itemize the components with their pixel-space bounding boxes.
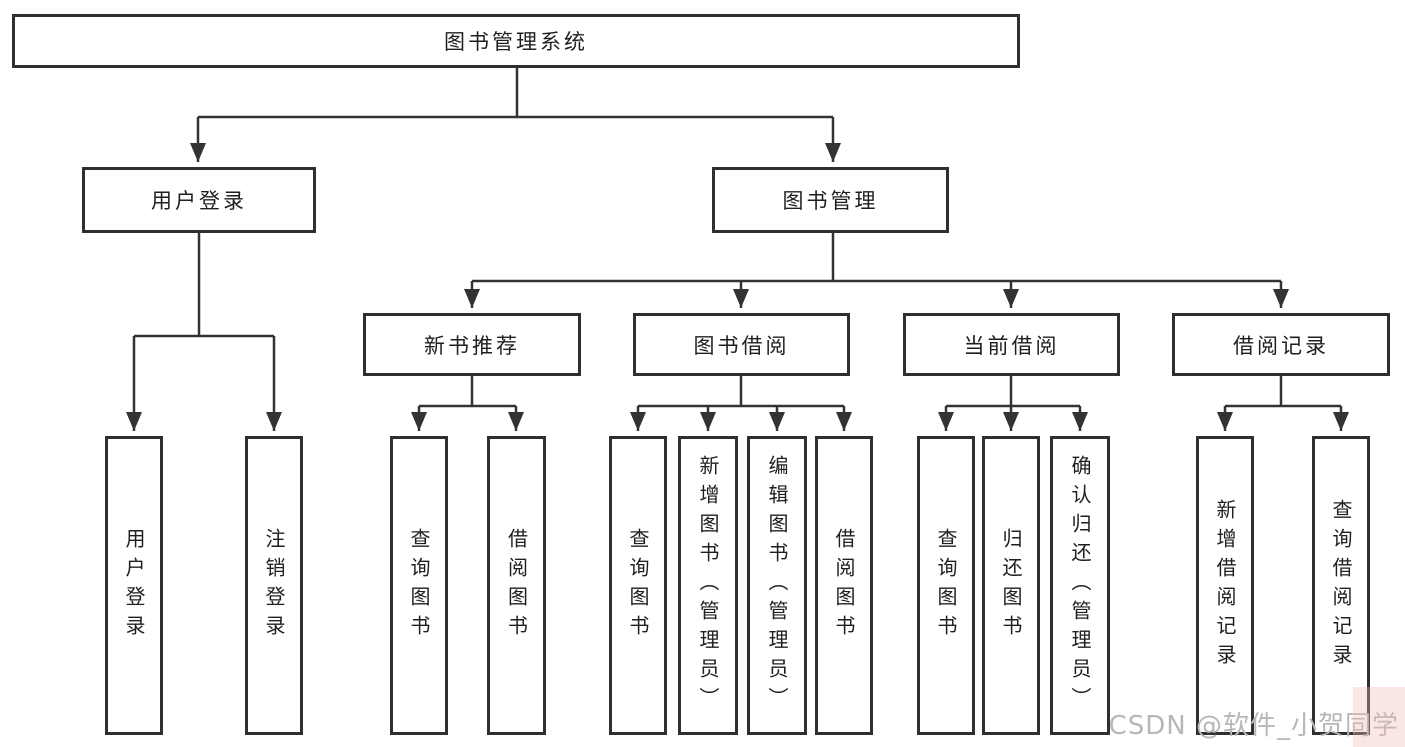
leaf-confirm-return-admin-label: 确认归还（管理员） <box>1068 455 1092 716</box>
node-root: 图书管理系统 <box>12 14 1020 68</box>
leaf-borrow-books-recommend-label: 借阅图书 <box>504 527 529 644</box>
leaf-edit-book-admin-label: 编辑图书（管理员） <box>765 455 789 716</box>
leaf-user-login: 用户登录 <box>105 436 163 735</box>
leaf-borrow-books-label: 借阅图书 <box>832 527 856 644</box>
leaf-query-books-current-label: 查询图书 <box>934 527 958 644</box>
leaf-query-books-recommend: 查询图书 <box>390 436 448 735</box>
csdn-watermark: CSDN @软件_小贺同学 <box>1108 711 1399 741</box>
leaf-query-borrow-record-label: 查询借阅记录 <box>1329 498 1353 673</box>
node-book-management-label: 图书管理 <box>782 189 879 213</box>
leaf-logout: 注销登录 <box>245 436 303 735</box>
node-book-borrow-label: 图书借阅 <box>693 333 790 358</box>
node-new-book-recommend-label: 新书推荐 <box>424 333 520 358</box>
leaf-query-books-borrow-label: 查询图书 <box>626 527 650 644</box>
leaf-query-books-recommend-label: 查询图书 <box>407 527 431 644</box>
leaf-borrow-books: 借阅图书 <box>815 436 873 735</box>
leaf-borrow-books-recommend: 借阅图书 <box>487 436 546 735</box>
leaf-return-book-label: 归还图书 <box>999 527 1023 644</box>
leaf-confirm-return-admin: 确认归还（管理员） <box>1050 436 1110 735</box>
node-new-book-recommend: 新书推荐 <box>363 313 581 376</box>
leaf-edit-book-admin: 编辑图书（管理员） <box>747 436 807 735</box>
leaf-add-borrow-record-label: 新增借阅记录 <box>1213 498 1237 673</box>
node-book-borrow: 图书借阅 <box>633 313 850 376</box>
leaf-query-books-borrow: 查询图书 <box>609 436 667 735</box>
leaf-add-book-admin: 新增图书（管理员） <box>678 436 738 735</box>
node-borrow-records: 借阅记录 <box>1172 313 1390 376</box>
node-borrow-records-label: 借阅记录 <box>1233 333 1329 358</box>
node-current-borrow: 当前借阅 <box>903 313 1120 376</box>
node-user-login-label: 用户登录 <box>151 189 247 213</box>
leaf-query-borrow-record: 查询借阅记录 <box>1312 436 1370 735</box>
node-user-login: 用户登录 <box>82 167 316 233</box>
leaf-add-book-admin-label: 新增图书（管理员） <box>696 455 720 716</box>
node-book-management: 图书管理 <box>712 167 949 233</box>
leaf-logout-label: 注销登录 <box>262 527 286 644</box>
leaf-add-borrow-record: 新增借阅记录 <box>1196 436 1254 735</box>
leaf-return-book: 归还图书 <box>982 436 1040 735</box>
leaf-query-books-current: 查询图书 <box>917 436 975 735</box>
node-current-borrow-label: 当前借阅 <box>963 333 1060 358</box>
leaf-user-login-label: 用户登录 <box>122 527 146 644</box>
node-root-label: 图书管理系统 <box>444 30 588 54</box>
